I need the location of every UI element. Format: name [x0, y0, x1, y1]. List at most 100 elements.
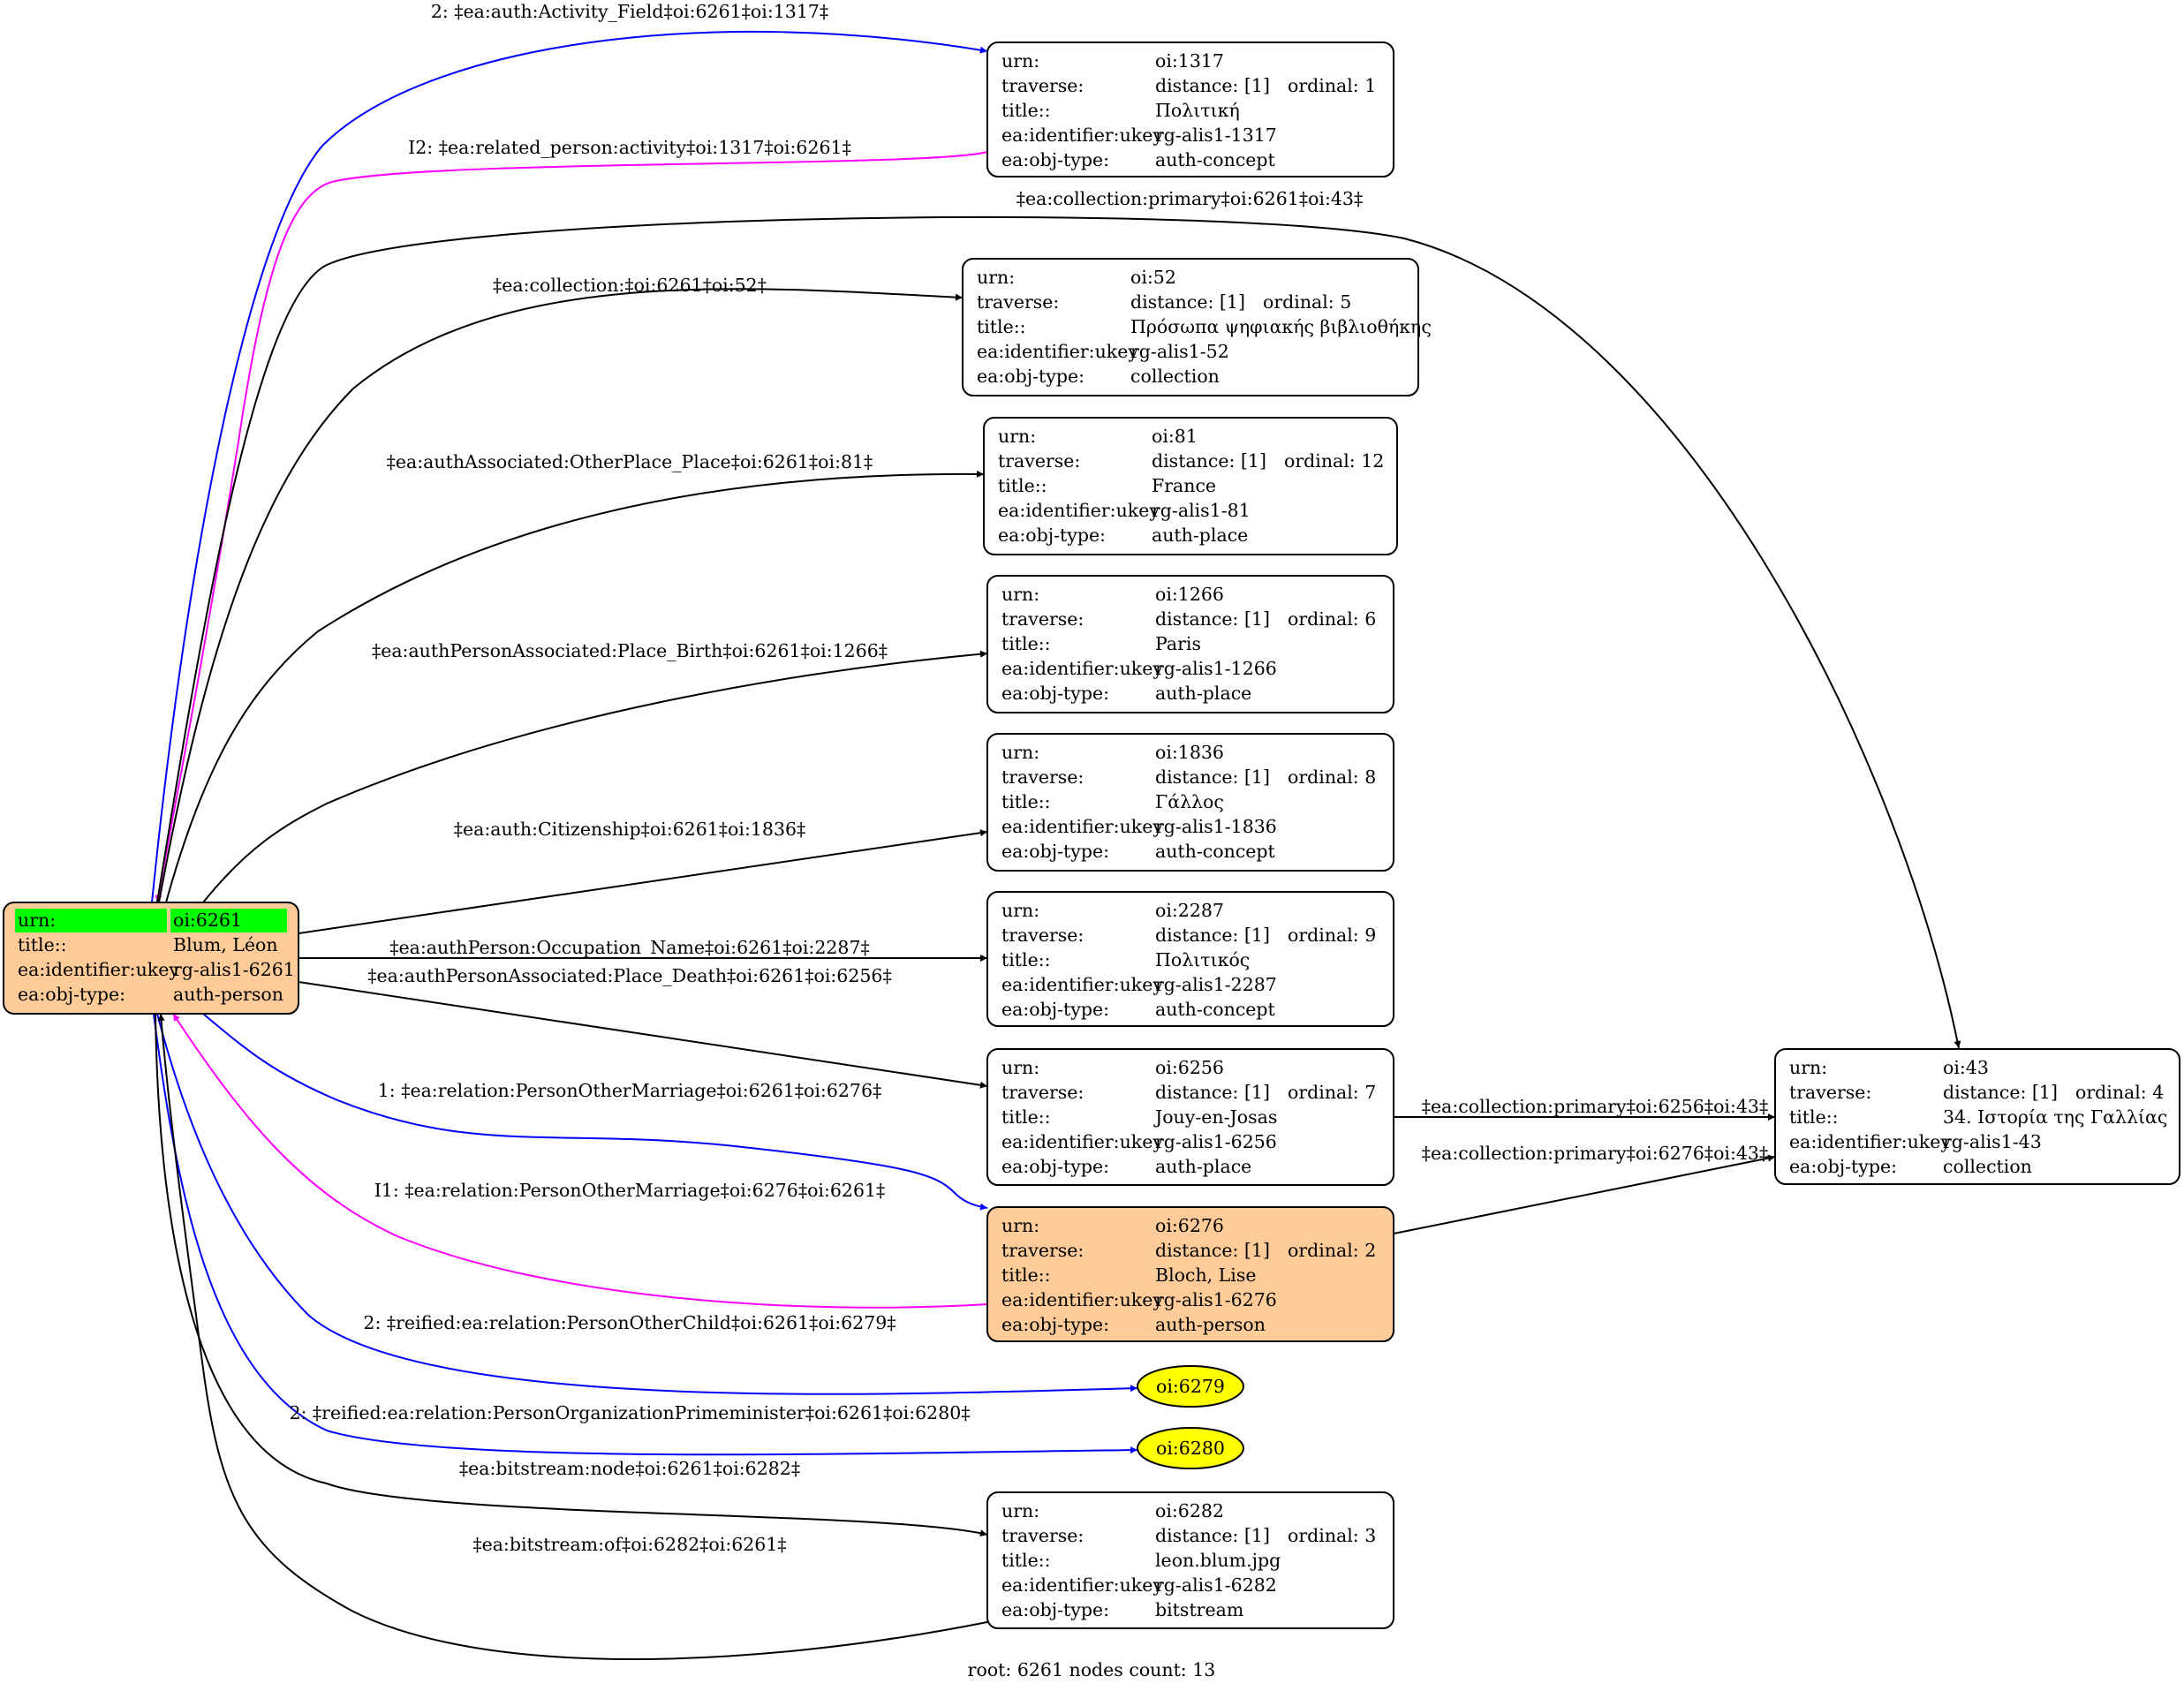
root-value-title: Blum, Léon	[173, 934, 278, 955]
record-node-6256-key-urn: urn:	[1001, 1057, 1039, 1078]
record-node-1317-box	[986, 42, 1394, 177]
record-node-6276-key-title: title::	[1001, 1264, 1051, 1286]
edge-path-6279[interactable]	[156, 1013, 1138, 1395]
record-node-6282-value-title: leon.blum.jpg	[1155, 1550, 1281, 1571]
record-node-1317-value-ukey: rg-alis1-1317	[1155, 125, 1277, 146]
record-node-6256-key-title: title::	[1001, 1106, 1051, 1128]
edge-path-1317[interactable]	[151, 30, 988, 903]
root-value-objtype: auth-person	[173, 984, 283, 1005]
root-key-urn: urn:	[18, 910, 56, 931]
record-node-6256[interactable]: urn: oi:6256 traverse: distance: [1] ordinal…	[986, 1048, 1394, 1186]
record-node-6256-box	[986, 1048, 1394, 1186]
record-node-6276-key-ukey: ea:identifier:ukey	[1001, 1289, 1163, 1310]
record-node-6276-value-ukey: rg-alis1-6276	[1155, 1289, 1277, 1310]
edge-label-6276-collection: ‡ea:collection:primary‡oi:6276‡oi:43‡	[1422, 1143, 1768, 1164]
edge-path-6276-collection[interactable]	[1393, 1154, 1776, 1234]
record-node-43-key-ukey: ea:identifier:ukey	[1789, 1131, 1951, 1152]
edge-label-6276-inverse: I1: ‡ea:relation:PersonOtherMarriage‡oi:…	[374, 1180, 886, 1201]
record-node-6256-value-traverse: distance: [1]	[1155, 1082, 1270, 1103]
record-node-2287-key-title: title::	[1001, 949, 1051, 970]
root-key-objtype: ea:obj-type:	[18, 984, 125, 1005]
record-node-6256-key-objtype: ea:obj-type:	[1001, 1156, 1109, 1177]
record-node-6256-value-title: Jouy-en-Josas	[1153, 1106, 1277, 1128]
record-node-1317-key-ukey: ea:identifier:ukey	[1001, 125, 1163, 146]
record-node-1317-value-urn: oi:1317	[1155, 50, 1224, 72]
edge-label-1317-inverse: I2: ‡ea:related_person:activity‡oi:1317‡…	[408, 137, 851, 158]
edge-path-6276-inverse[interactable]	[172, 1013, 988, 1309]
edge-path-6282-inverse[interactable]	[157, 1013, 988, 1660]
record-node-1266-key-ukey: ea:identifier:ukey	[1001, 658, 1163, 679]
root-node[interactable]: urn: oi:6261 title:: Blum, Léon ea:ident…	[3, 902, 299, 1015]
record-node-1836-key-ukey: ea:identifier:ukey	[1001, 816, 1163, 837]
record-node-1266-value-objtype: auth-place	[1155, 683, 1251, 704]
edge-path-81[interactable]	[165, 470, 985, 903]
record-node-81-value-objtype: auth-place	[1152, 525, 1248, 546]
edge-path-6280[interactable]	[153, 1013, 1138, 1456]
record-node-6256-ordinal: ordinal: 7	[1288, 1082, 1376, 1103]
record-node-1266-box	[986, 575, 1394, 713]
edge-path-1317-inverse[interactable]	[155, 151, 988, 903]
root-urn-highlight-value	[170, 909, 287, 932]
record-node-2287-box	[986, 891, 1394, 1027]
record-node-43-ordinal: ordinal: 4	[2075, 1082, 2164, 1103]
edges	[151, 30, 1961, 1660]
edge-label-6256-collection: ‡ea:collection:primary‡oi:6256‡oi:43‡	[1422, 1096, 1768, 1117]
edge-path-6256[interactable]	[298, 981, 988, 1089]
record-node-52-value-ukey: rg-alis1-52	[1130, 341, 1229, 362]
record-node-6276-value-urn: oi:6276	[1155, 1215, 1224, 1236]
edge-path-6282[interactable]	[155, 1013, 988, 1537]
record-node-43-box	[1774, 1048, 2180, 1185]
edge-path-43[interactable]	[156, 216, 1961, 1049]
edge-label-6276: 1: ‡ea:relation:PersonOtherMarriage‡oi:6…	[378, 1080, 882, 1101]
root-urn-highlight-key	[15, 909, 167, 932]
record-node-6276-box	[986, 1206, 1394, 1342]
record-nodes: urn: oi:1317 traverse: distance: [1] ordinal…	[962, 42, 2180, 1629]
record-node-6276-value-objtype: auth-person	[1155, 1314, 1266, 1335]
root-value-urn: oi:6261	[173, 910, 242, 931]
record-node-2287-value-ukey: rg-alis1-2287	[1155, 974, 1277, 995]
record-node-43-value-title: 34. Ιστορία της Γαλλίας	[1943, 1106, 2167, 1128]
record-node-1836-box	[986, 733, 1394, 872]
record-node-2287-ordinal: ordinal: 9	[1288, 925, 1376, 946]
record-node-52-value-traverse: distance: [1]	[1130, 291, 1245, 313]
edge-label-43: ‡ea:collection:primary‡oi:6261‡oi:43‡	[1016, 188, 1363, 209]
record-node-81-value-ukey: rg-alis1-81	[1152, 500, 1251, 521]
record-node-1266-key-urn: urn:	[1001, 584, 1039, 605]
edge-path-6276[interactable]	[202, 1013, 988, 1211]
edge-path-52[interactable]	[158, 288, 964, 903]
record-node-43-key-urn: urn:	[1789, 1057, 1827, 1078]
record-node-6256-key-traverse: traverse:	[1001, 1082, 1084, 1103]
leaf-node-6280[interactable]: oi:6280	[1137, 1427, 1244, 1469]
record-node-1836-key-traverse: traverse:	[1001, 766, 1084, 788]
record-node-52-key-title: title::	[977, 316, 1026, 337]
edge-path-1266[interactable]	[202, 650, 988, 903]
root-key-title: title::	[18, 934, 67, 955]
leaf-node-6279[interactable]: oi:6279	[1137, 1365, 1244, 1408]
record-node-1836-ordinal: ordinal: 8	[1288, 766, 1376, 788]
edge-label-6282: ‡ea:bitstream:node‡oi:6261‡oi:6282‡	[459, 1458, 800, 1479]
edge-label-2287: ‡ea:authPerson:Occupation_Name‡oi:6261‡o…	[389, 937, 870, 958]
edge-path-1836[interactable]	[298, 829, 988, 934]
edge-label-1317: 2: ‡ea:auth:Activity_Field‡oi:6261‡oi:13…	[431, 1, 828, 22]
record-node-6276-value-title: Bloch, Lise	[1155, 1264, 1257, 1286]
leaf-node-6280-shape	[1137, 1427, 1244, 1469]
record-node-1266-value-ukey: rg-alis1-1266	[1155, 658, 1277, 679]
record-node-6276-key-urn: urn:	[1001, 1215, 1039, 1236]
record-node-6282-value-traverse: distance: [1]	[1155, 1525, 1270, 1546]
record-node-81-key-ukey: ea:identifier:ukey	[998, 500, 1160, 521]
edge-label-1836: ‡ea:auth:Citizenship‡oi:6261‡oi:1836‡	[454, 819, 806, 840]
record-node-6276-key-objtype: ea:obj-type:	[1001, 1314, 1109, 1335]
record-node-1836-value-ukey: rg-alis1-1836	[1155, 816, 1277, 837]
record-node-43-key-traverse: traverse:	[1789, 1082, 1871, 1103]
record-node-43-value-objtype: collection	[1943, 1156, 2032, 1177]
record-node-6256-value-urn: oi:6256	[1155, 1057, 1224, 1078]
